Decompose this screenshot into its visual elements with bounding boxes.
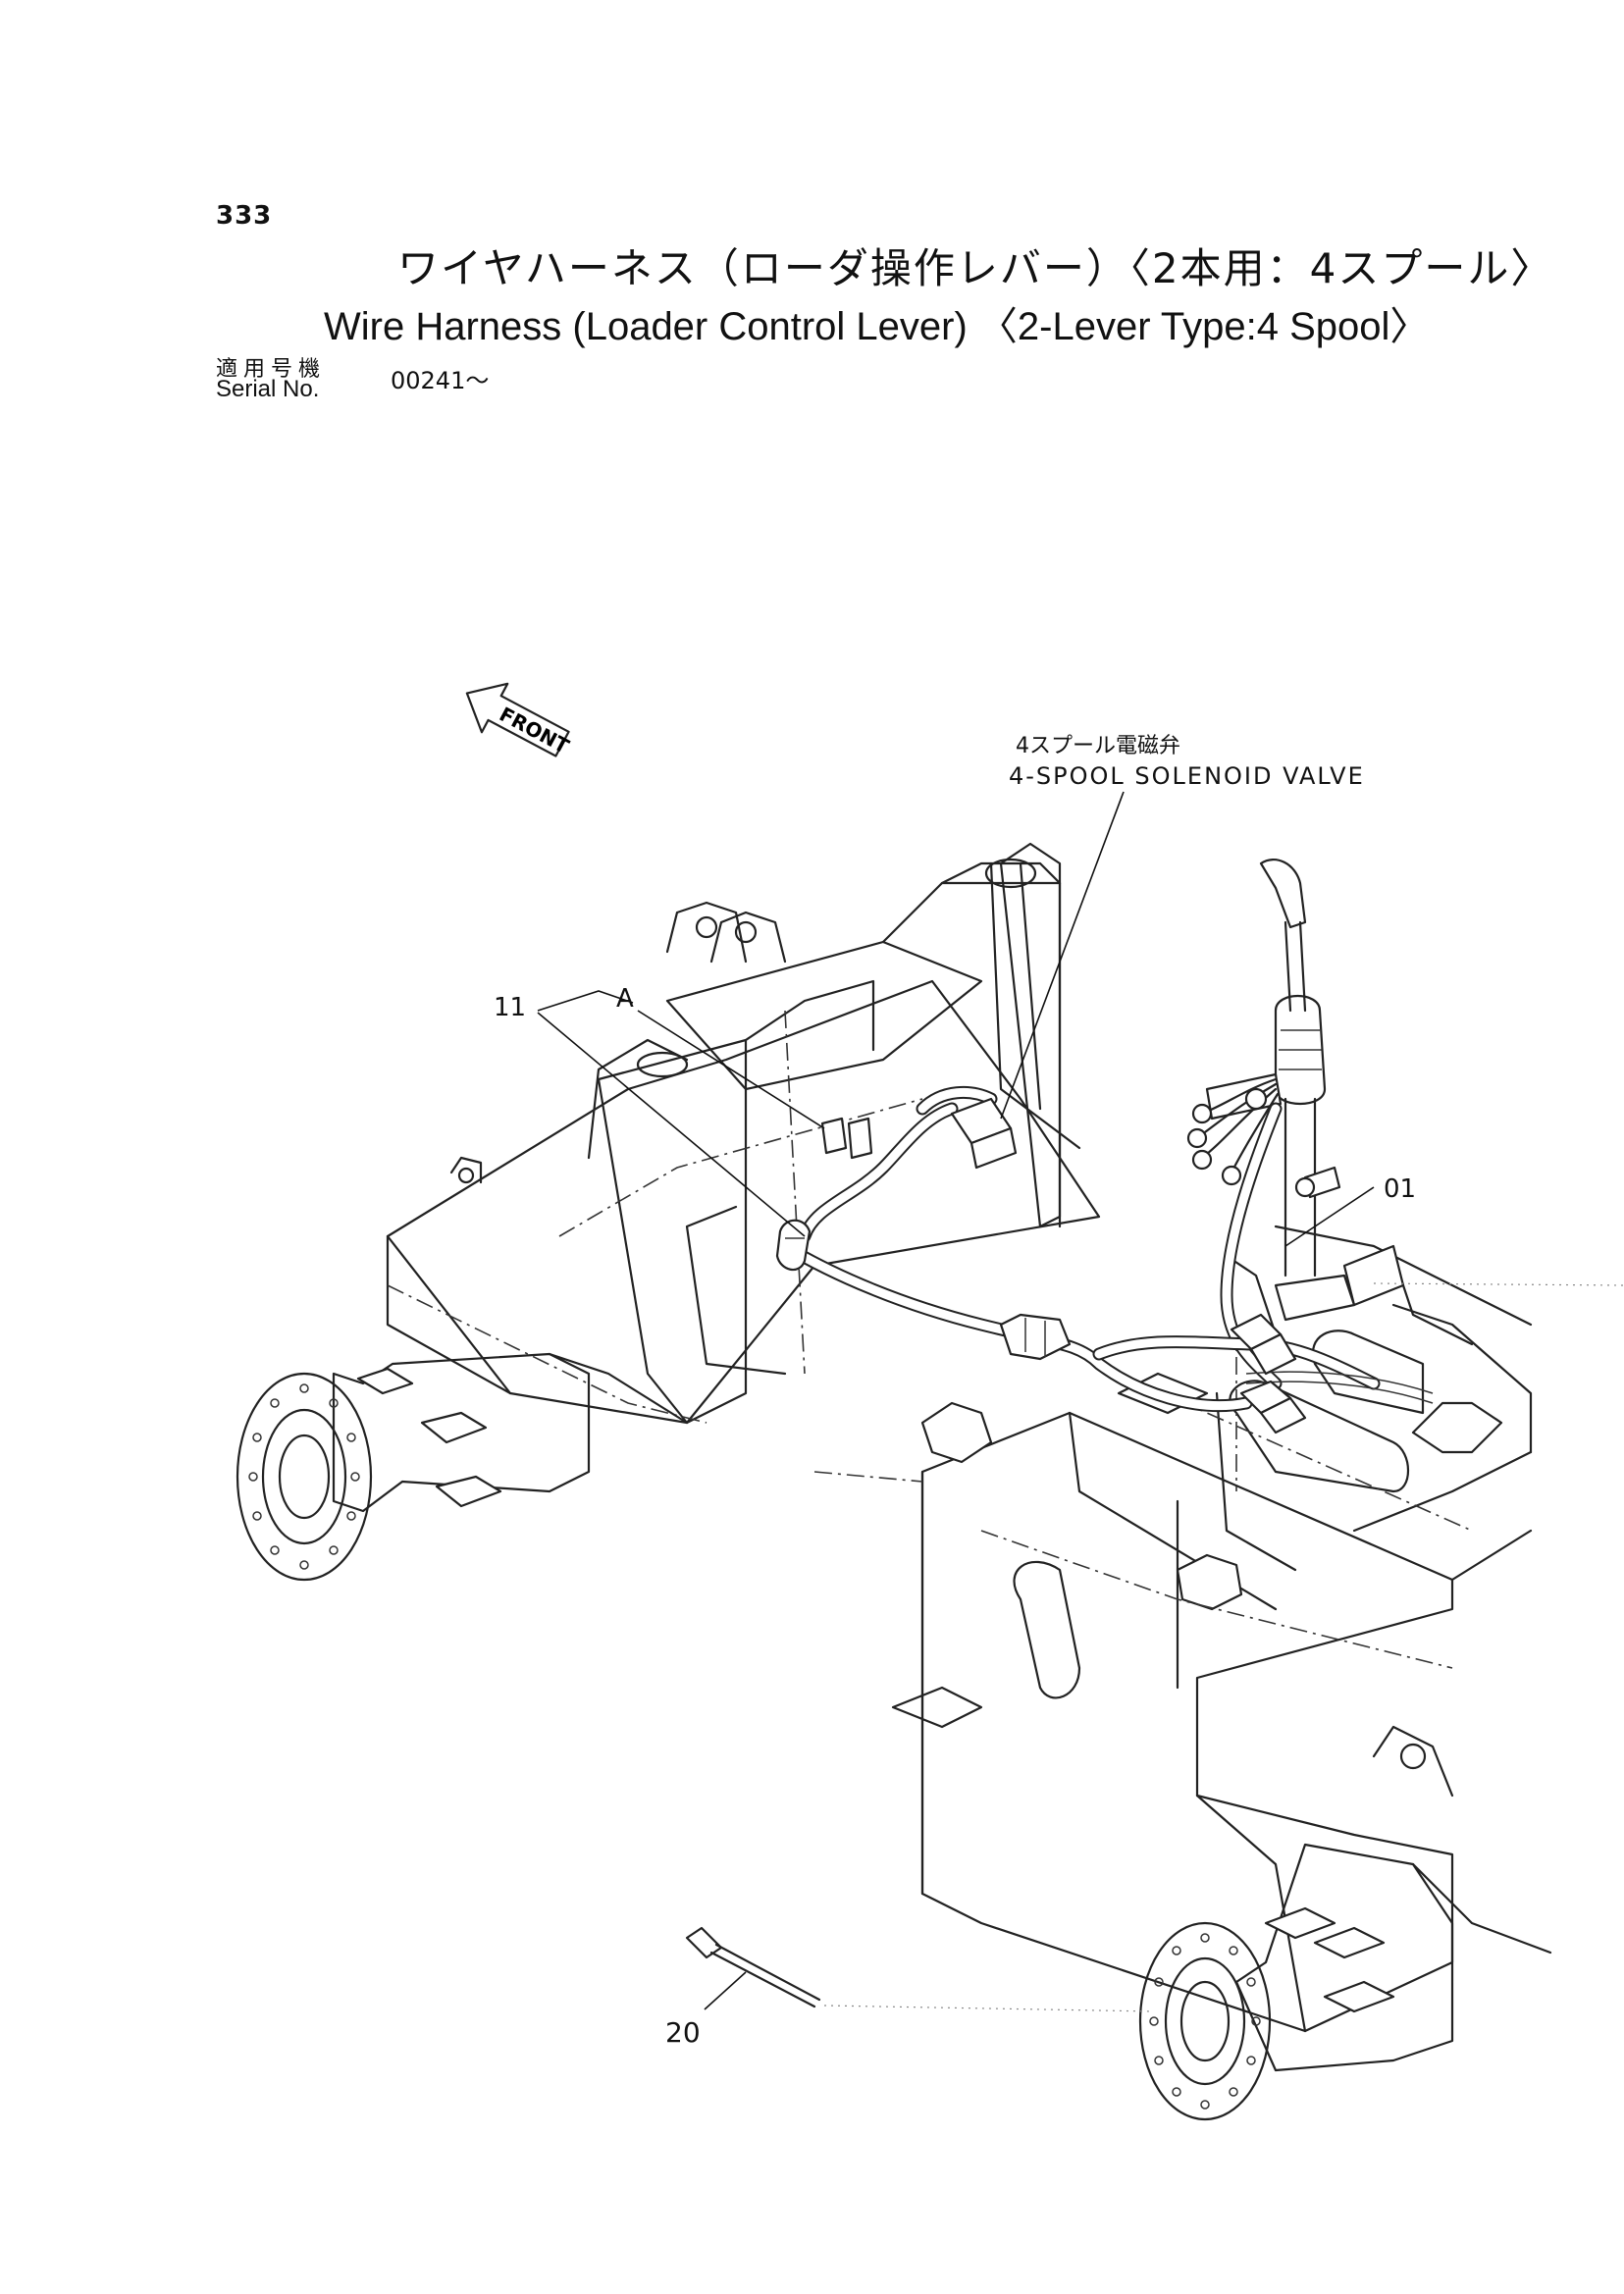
callout-part-11: 11: [494, 993, 527, 1022]
lever-terminals: [1186, 1077, 1316, 1198]
callout-part-20: 20: [665, 2016, 701, 2049]
cable-tie-icon: [685, 1926, 821, 2008]
front-arrow-icon: FRONT: [465, 682, 573, 758]
wire-harness: [775, 1085, 1434, 1434]
right-flange-bolts: [1149, 1933, 1261, 2110]
solenoid-connector: [950, 1097, 1018, 1170]
page-number: 333: [216, 201, 273, 231]
left-flange-bolts: [248, 1383, 360, 1570]
rear-frame: [386, 842, 1101, 1425]
upper-connector-a: [820, 1117, 873, 1160]
lower-connector: [1239, 1380, 1307, 1434]
serial-number: 00241～: [391, 367, 490, 394]
serial-label-english: Serial No.: [216, 376, 320, 402]
callout-part-01: 01: [1384, 1174, 1417, 1204]
title-japanese: ワイヤハーネス（ローダ操作レバー）〈2本用：4スプール〉: [397, 244, 1554, 292]
left-axle: [236, 1352, 689, 1582]
harness-grommet: [999, 1313, 1072, 1361]
right-axle: [1138, 1843, 1552, 2121]
solenoid-label-english: 4-SPOOL SOLENOID VALVE: [1009, 762, 1365, 790]
title-english: Wire Harness (Loader Control Lever) 〈2-L…: [324, 305, 1430, 348]
callout-part-a: A: [616, 984, 634, 1014]
lever-connector: [1230, 1313, 1297, 1376]
front-frame: [813, 1225, 1533, 2033]
leader-lines: [537, 791, 1624, 2012]
solenoid-label-japanese: 4スプール電磁弁: [1016, 734, 1180, 758]
serial-label-japanese: 適用号機: [216, 357, 327, 382]
